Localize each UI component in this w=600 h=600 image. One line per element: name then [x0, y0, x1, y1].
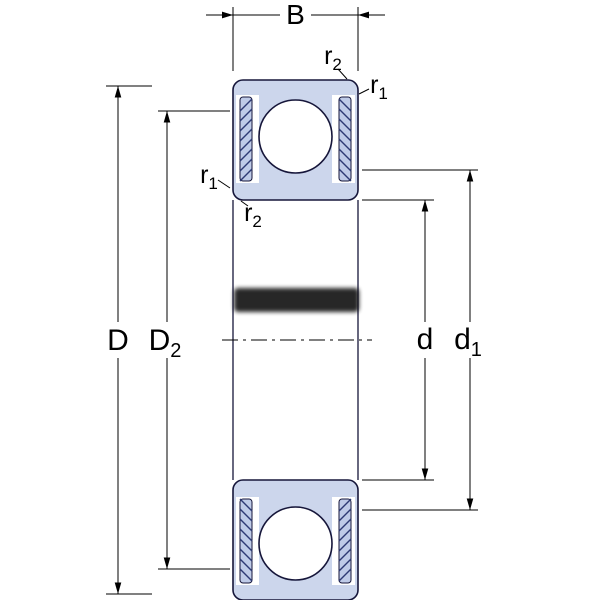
label-D2: D2 [149, 324, 182, 362]
redacted-watermark [234, 288, 359, 312]
dimension-recess-diameter-D2: D2 [149, 110, 230, 570]
label-d: d [417, 323, 434, 356]
upper-half-section [233, 80, 358, 200]
lower-half-section [233, 480, 358, 600]
label-r2-top: r2 [324, 42, 342, 74]
arrowhead [421, 200, 429, 212]
leader-line [217, 179, 231, 189]
label-B: B [286, 0, 305, 30]
callout-r2-left: r2 [240, 199, 262, 231]
arrowhead [222, 11, 233, 19]
callout-r1-left: r1 [200, 161, 231, 193]
dimension-outer-diameter-D: D [106, 85, 152, 595]
arrowhead [421, 468, 429, 480]
leader-line [337, 68, 348, 80]
arrowhead [163, 111, 171, 123]
label-r2-left: r2 [244, 199, 262, 231]
arrowhead [466, 170, 474, 182]
arrowhead [358, 11, 369, 19]
dimension-width-B: B [206, 0, 385, 71]
dimension-shoulder-diameter-d1: d1 [362, 169, 482, 511]
label-r1-left: r1 [200, 161, 218, 193]
callout-r2-top: r2 [324, 42, 348, 80]
callout-r1-right: r1 [358, 71, 388, 103]
label-d1: d1 [454, 323, 482, 361]
leader-line [240, 200, 249, 207]
dimension-bore-diameter-d: d [362, 199, 434, 481]
label-D: D [107, 324, 129, 357]
arrowhead [114, 582, 122, 594]
label-r1-right: r1 [370, 71, 388, 103]
leader-line [358, 88, 370, 95]
arrowhead [163, 557, 171, 569]
arrowhead [114, 86, 122, 98]
arrowhead [466, 498, 474, 510]
